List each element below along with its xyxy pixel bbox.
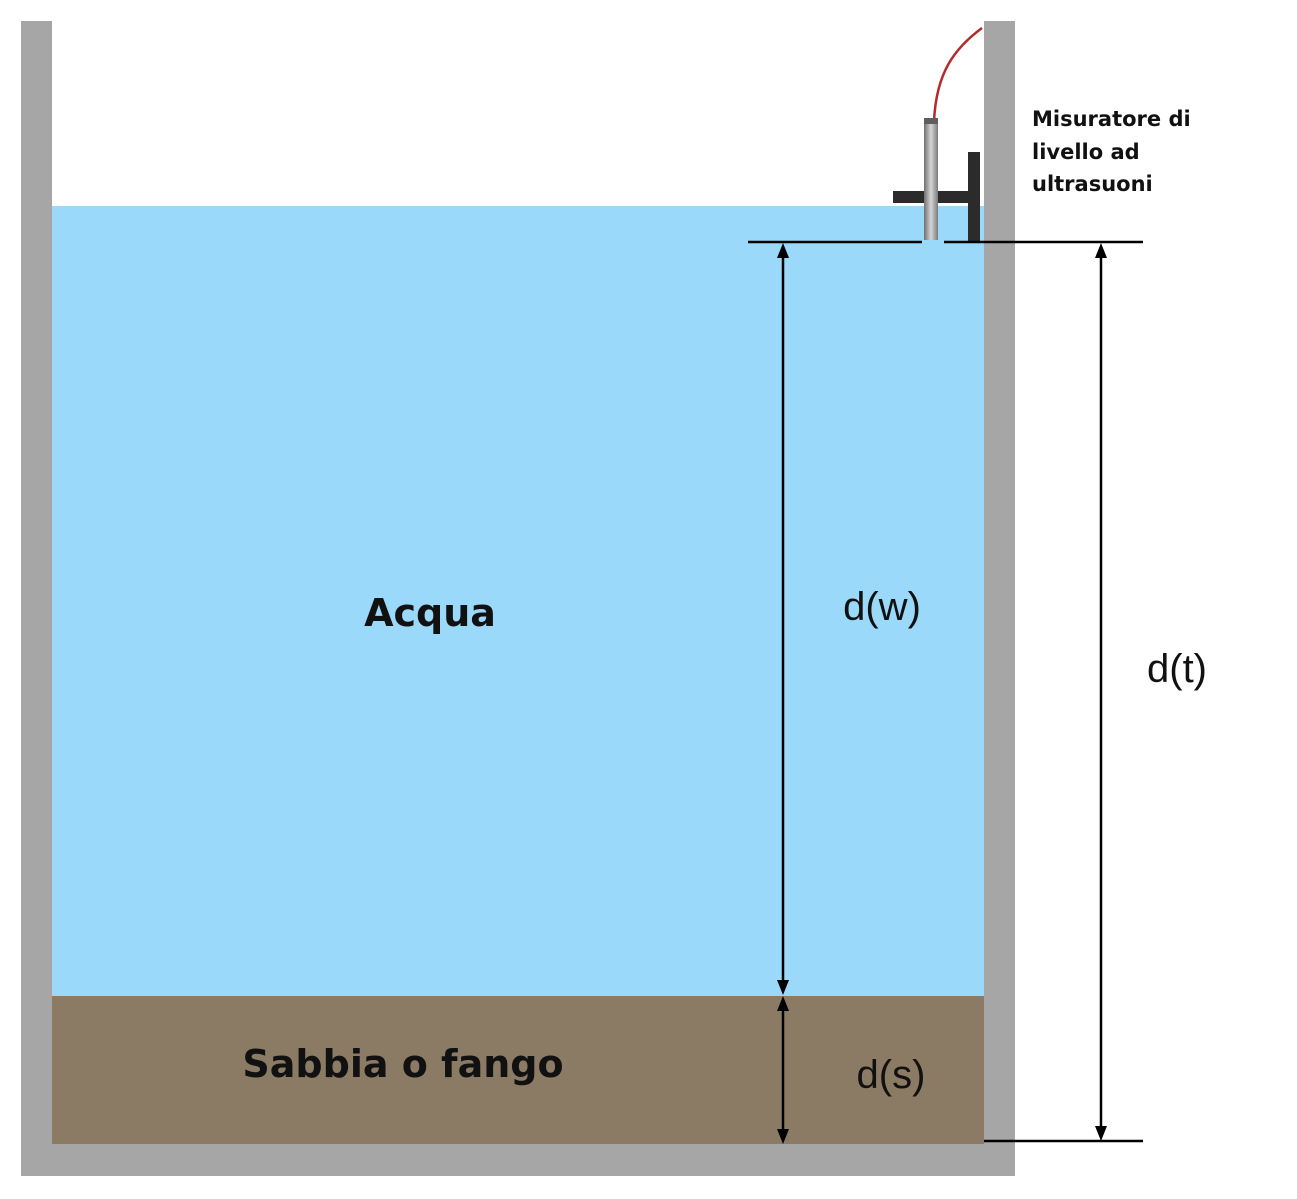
sediment-label: Sabbia o fango: [242, 1042, 563, 1086]
d-total-dimension: [1095, 243, 1107, 1141]
tank-right-wall: [984, 21, 1015, 1176]
d-total-label: d(t): [1147, 647, 1207, 691]
tank-bottom: [21, 1144, 1015, 1176]
d-sediment-dimension: [777, 996, 789, 1144]
water-label: Acqua: [364, 591, 496, 635]
sensor-probe: [924, 120, 938, 240]
tank-left-wall: [21, 21, 52, 1176]
sensor-mount-vertical: [968, 152, 980, 242]
sensor-probe-cap: [924, 118, 938, 124]
sensor-cable: [932, 26, 983, 123]
d-water-label: d(w): [843, 585, 921, 629]
d-sediment-label: d(s): [857, 1053, 926, 1097]
sensor-label-line-2: livello ad: [1032, 140, 1140, 164]
d-water-dimension: [777, 243, 789, 995]
water-region: [52, 206, 984, 996]
sensor-label-line-1: Misuratore di: [1032, 107, 1191, 131]
sediment-region: [52, 996, 984, 1144]
sensor-label-line-3: ultrasuoni: [1032, 172, 1153, 196]
